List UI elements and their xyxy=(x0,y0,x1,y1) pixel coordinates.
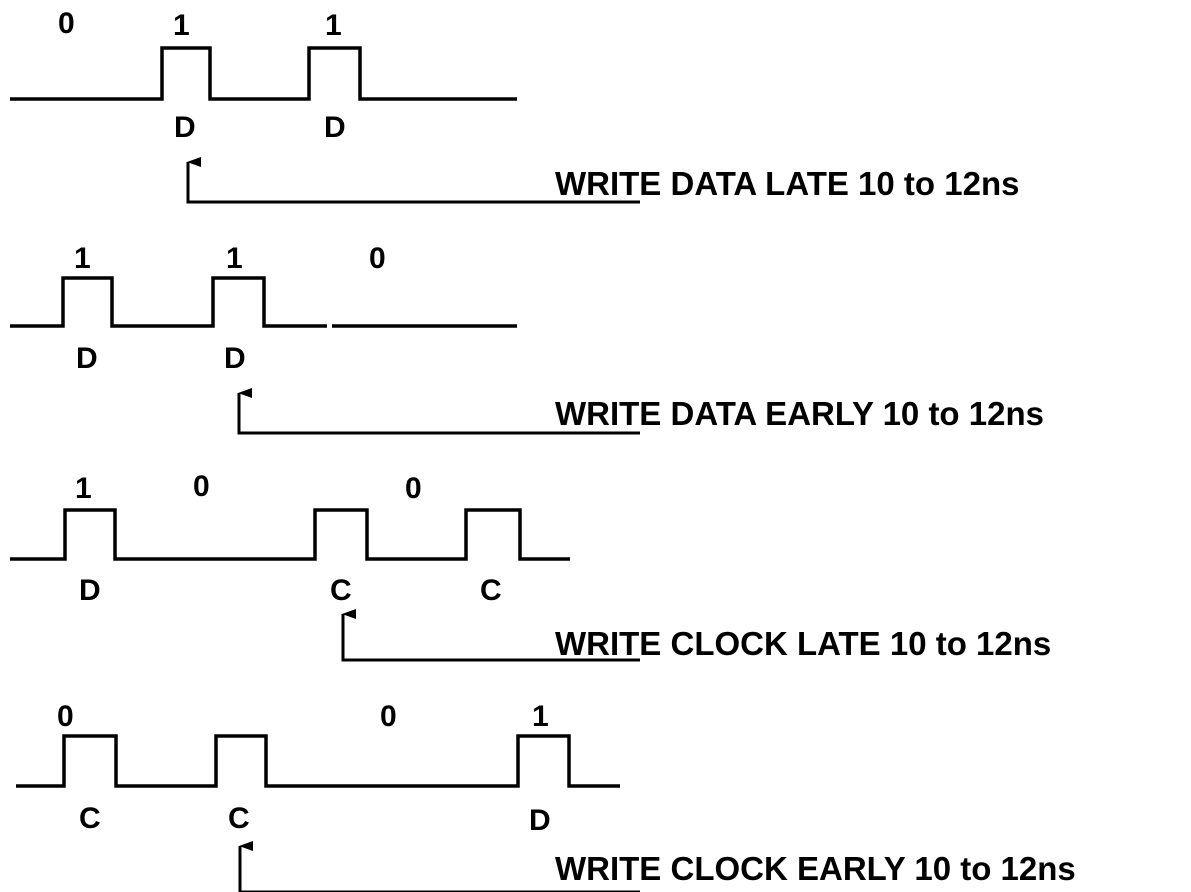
bit-label: 0 xyxy=(58,7,75,40)
waveform xyxy=(10,46,517,101)
caption: WRITE DATA LATE 10 to 12ns xyxy=(555,165,1019,202)
panel-write-clock-late: 1 0 0 D C C WRITE CLOCK LATE 10 to 12ns xyxy=(10,470,1051,662)
pulse-label: D xyxy=(79,574,101,607)
bit-label: 1 xyxy=(75,472,92,505)
pulse-label: D xyxy=(324,111,346,144)
bit-label: 0 xyxy=(193,470,210,503)
bit-label: 1 xyxy=(532,700,549,733)
waveform xyxy=(10,508,570,561)
pulse-label: D xyxy=(76,342,98,375)
timing-arrow xyxy=(186,157,640,204)
pulse-label: C xyxy=(480,574,502,607)
panel-write-data-late: 0 1 1 D D WRITE DATA LATE 10 to 12ns xyxy=(10,7,1019,204)
bit-label: 0 xyxy=(405,472,422,505)
pulse-label: C xyxy=(79,802,101,835)
timing-arrow xyxy=(341,609,640,662)
caption: WRITE DATA EARLY 10 to 12ns xyxy=(555,395,1044,432)
bit-label: 0 xyxy=(369,242,386,275)
panel-write-data-early: 1 1 0 D D WRITE DATA EARLY 10 to 12ns xyxy=(10,242,1044,435)
bit-label: 1 xyxy=(74,242,91,275)
pulse-label: D xyxy=(529,804,551,837)
waveform xyxy=(10,276,517,328)
bit-label: 1 xyxy=(226,242,243,275)
pulse-label: D xyxy=(224,342,246,375)
bit-label: 0 xyxy=(57,700,74,733)
bit-label: 1 xyxy=(325,9,342,42)
pulse-label: D xyxy=(174,111,196,144)
caption: WRITE CLOCK LATE 10 to 12ns xyxy=(555,625,1051,662)
caption: WRITE CLOCK EARLY 10 to 12ns xyxy=(555,850,1076,887)
waveform xyxy=(16,734,620,788)
pulse-label: C xyxy=(330,574,352,607)
bit-label: 0 xyxy=(380,700,397,733)
timing-arrow xyxy=(237,388,640,435)
panel-write-clock-early: 0 0 1 C C D WRITE CLOCK EARLY 10 to 12ns xyxy=(16,700,1076,892)
timing-arrow xyxy=(238,841,640,892)
bit-label: 1 xyxy=(173,9,190,42)
pulse-label: C xyxy=(228,802,250,835)
